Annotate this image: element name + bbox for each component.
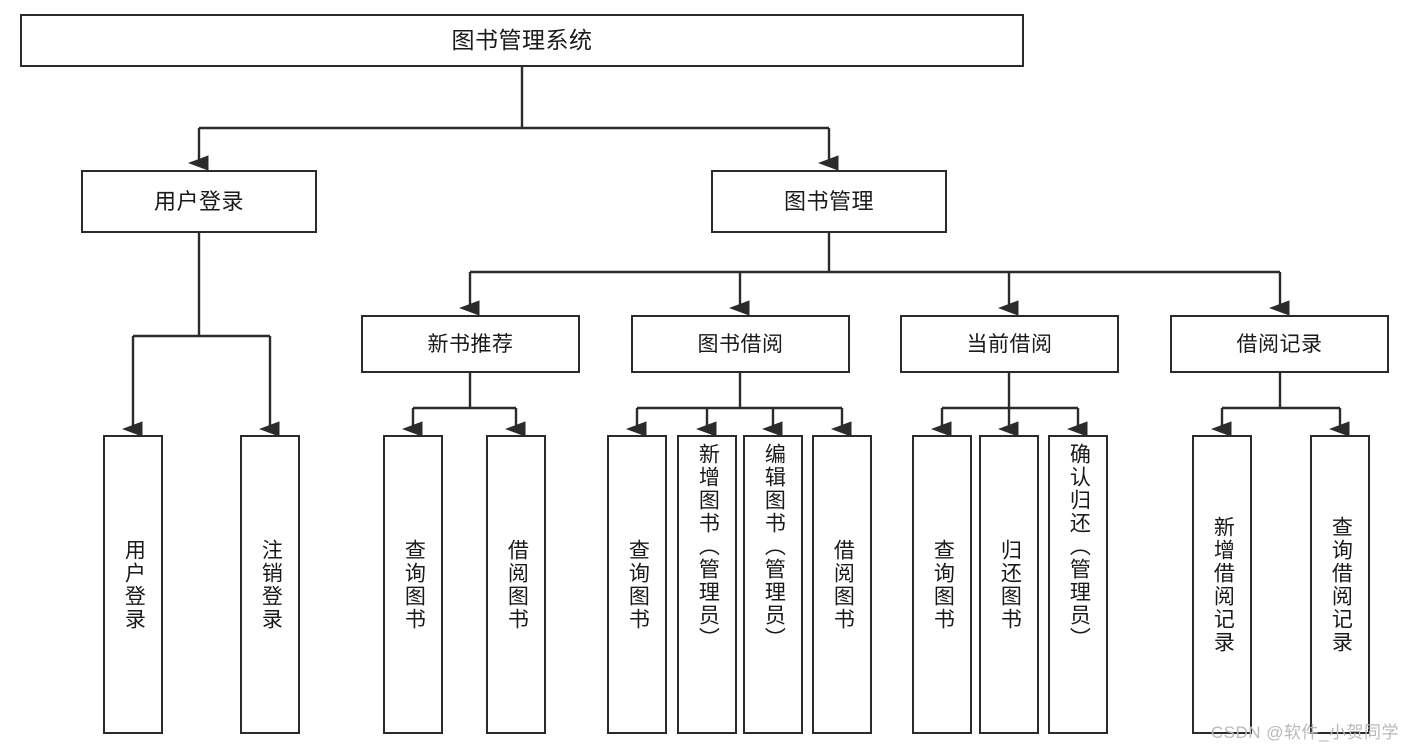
node-root-system[interactable]: 图书管理系统 <box>20 14 1024 67</box>
node-user-login[interactable]: 用户登录 <box>81 170 317 233</box>
node-label: 图书管理 <box>783 188 874 214</box>
node-label: 确认归还（管理员） <box>1067 443 1091 650</box>
node-current-borrow[interactable]: 当前借阅 <box>900 315 1119 373</box>
watermark-text: CSDN @软件_小贺同学 <box>1210 723 1399 742</box>
leaf-borrow-record-query[interactable]: 查询借阅记录 <box>1310 435 1370 734</box>
leaf-current-borrow-return[interactable]: 归还图书 <box>979 435 1039 734</box>
node-book-borrow[interactable]: 图书借阅 <box>631 315 850 373</box>
node-label: 编辑图书（管理员） <box>762 443 786 650</box>
leaf-current-borrow-query[interactable]: 查询图书 <box>912 435 972 734</box>
node-label: 借阅图书 <box>505 538 529 631</box>
leaf-book-borrow-query[interactable]: 查询图书 <box>607 435 667 734</box>
node-label: 用户登录 <box>122 538 146 631</box>
node-book-management[interactable]: 图书管理 <box>711 170 947 233</box>
leaf-book-borrow-edit[interactable]: 编辑图书（管理员） <box>743 435 803 734</box>
node-label: 新书推荐 <box>427 332 514 356</box>
node-borrow-record[interactable]: 借阅记录 <box>1170 315 1389 373</box>
node-label: 新增图书（管理员） <box>696 443 720 650</box>
node-label: 查询图书 <box>931 538 955 631</box>
node-label: 图书管理系统 <box>451 27 593 53</box>
leaf-book-borrow-borrow[interactable]: 借阅图书 <box>812 435 872 734</box>
node-label: 借阅图书 <box>831 538 855 631</box>
node-new-book-recommend[interactable]: 新书推荐 <box>361 315 580 373</box>
node-label: 查询图书 <box>626 538 650 631</box>
node-label: 注销登录 <box>259 538 283 631</box>
node-label: 归还图书 <box>998 538 1022 631</box>
node-label: 用户登录 <box>153 188 244 214</box>
leaf-new-book-query[interactable]: 查询图书 <box>383 435 443 734</box>
leaf-user-login-logout[interactable]: 注销登录 <box>240 435 300 734</box>
node-label: 图书借阅 <box>697 332 784 356</box>
node-label: 查询图书 <box>402 538 426 631</box>
node-label: 查询借阅记录 <box>1329 515 1353 654</box>
leaf-new-book-borrow[interactable]: 借阅图书 <box>486 435 546 734</box>
leaf-current-borrow-confirm-return[interactable]: 确认归还（管理员） <box>1048 435 1108 734</box>
node-label: 借阅记录 <box>1236 332 1323 356</box>
node-label: 当前借阅 <box>966 332 1053 356</box>
leaf-borrow-record-add[interactable]: 新增借阅记录 <box>1192 435 1252 734</box>
leaf-user-login-login[interactable]: 用户登录 <box>103 435 163 734</box>
leaf-book-borrow-add[interactable]: 新增图书（管理员） <box>677 435 737 734</box>
node-label: 新增借阅记录 <box>1211 515 1235 654</box>
